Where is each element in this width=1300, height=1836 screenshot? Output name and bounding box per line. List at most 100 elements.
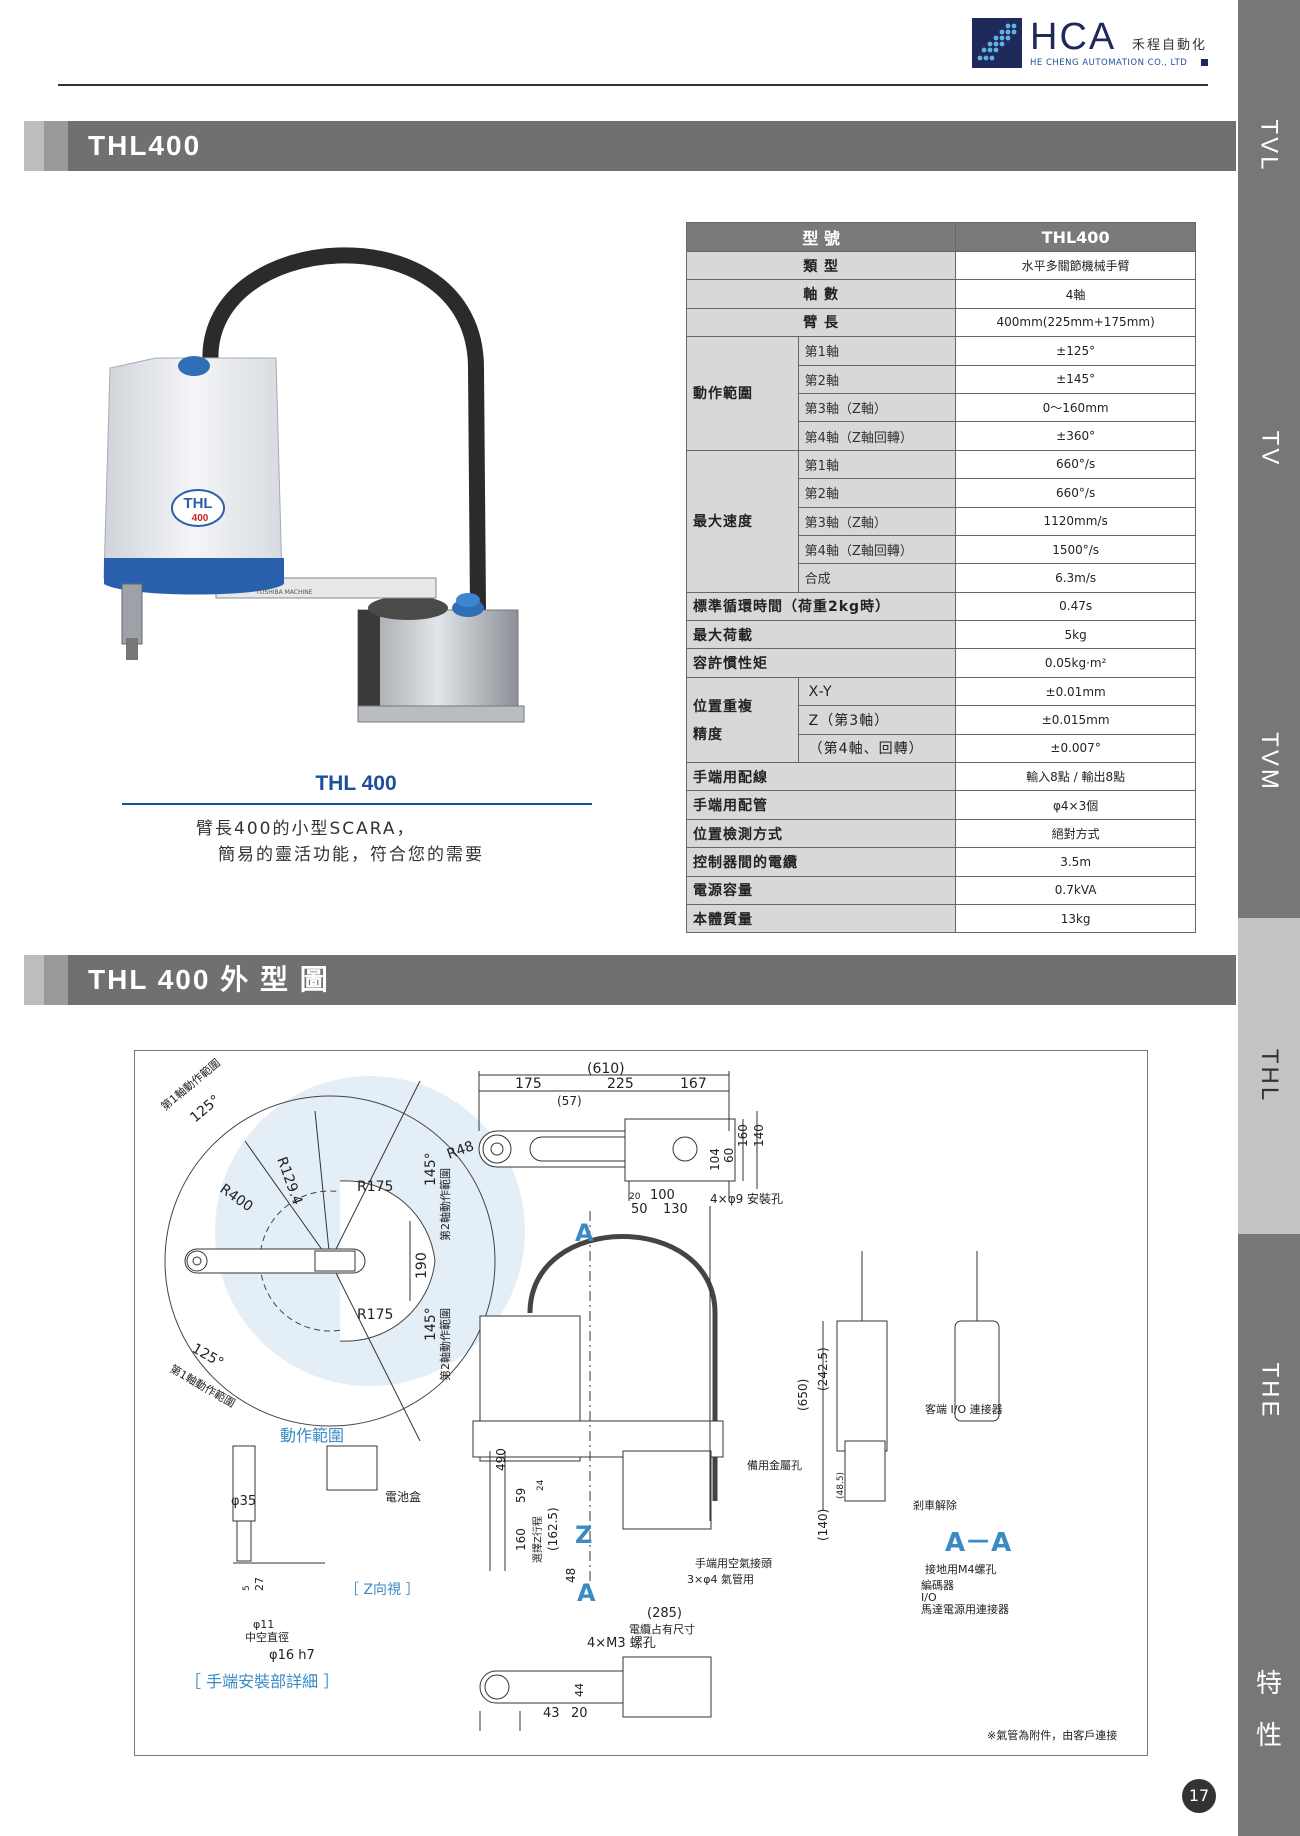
- label-air-joint: 手端用空氣接頭: [695, 1556, 772, 1570]
- product-name: THL 400: [315, 772, 397, 795]
- label-spare-hole: 備用金屬孔: [747, 1458, 802, 1472]
- label-d167: 167: [680, 1076, 707, 1092]
- tab-the-label: THE: [1256, 1362, 1283, 1420]
- label-z: Z: [575, 1521, 592, 1549]
- label-battery: 電池盒: [385, 1489, 421, 1504]
- robot-logo-bottom: 400: [192, 513, 209, 524]
- spec-speed-value: 1120mm/s: [955, 506, 1196, 536]
- label-range1-top-deg: 125°: [187, 1092, 223, 1126]
- label-motor-conn: 馬達電源用連接器: [921, 1602, 1009, 1616]
- spec-detect-label: 位置檢測方式: [685, 818, 957, 849]
- robot-arm-label: TOSHIBA MACHINE: [255, 589, 313, 596]
- tab-tvm[interactable]: TVM: [1238, 605, 1300, 919]
- spec-speed-label: 合成: [797, 563, 957, 593]
- spec-cycle-label: 標準循環時間（荷重2kg時）: [685, 591, 957, 622]
- label-m3: 4×M3 螺孔: [587, 1636, 656, 1651]
- tab-tvl-label: TVL: [1255, 119, 1283, 173]
- brand-name-cn: 禾程自動化: [1132, 38, 1208, 53]
- label-range2-bot: 第2軸動作範圍: [438, 1308, 452, 1381]
- section-title-model: THL400: [88, 130, 202, 161]
- outline-drawing-svg: 第1軸動作範圍 125° 第1軸動作範圍 125° 第2軸動作範圍 145° 第…: [158, 1056, 1117, 1742]
- spec-range-value: 0～160mm: [955, 392, 1196, 423]
- label-r175-top: R175: [357, 1179, 393, 1195]
- label-d1625: (162.5): [546, 1507, 560, 1551]
- spec-arm-label: 臂 長: [685, 307, 957, 338]
- robot-logo-top: THL: [183, 495, 212, 512]
- product-desc-line-1: 臂長400的小型SCARA，: [196, 819, 416, 839]
- label-d130: 130: [663, 1202, 688, 1217]
- tab-tv[interactable]: TV: [1238, 292, 1300, 606]
- spec-payload-value: 5kg: [955, 620, 1196, 650]
- product-description: 臂長400的小型SCARA， 簡易的靈活功能，符合您的需要: [196, 816, 556, 868]
- label-aa: A－A: [945, 1528, 1011, 1558]
- label-d48: 48: [564, 1568, 578, 1583]
- label-d285: (285): [647, 1606, 682, 1621]
- spec-header-value: THL400: [955, 222, 1196, 252]
- spec-repeat-value: ±0.01mm: [955, 676, 1196, 707]
- label-d485: (48.5): [836, 1472, 846, 1499]
- spec-speed-value: 660°/s: [955, 478, 1196, 508]
- spec-wiring-label: 手端用配線: [685, 762, 957, 792]
- tab-features[interactable]: 特 性: [1238, 1548, 1300, 1836]
- label-d140a: 140: [752, 1124, 766, 1147]
- label-d610: (610): [587, 1061, 625, 1077]
- label-io: I/O: [921, 1591, 937, 1604]
- company-logo: HCA 禾程自動化 HE CHENG AUTOMATION CO., LTD: [972, 16, 1212, 70]
- tab-tvl[interactable]: TVL: [1238, 0, 1300, 293]
- spec-piping-label: 手端用配管: [685, 790, 957, 820]
- label-d50: 50: [631, 1202, 648, 1217]
- spec-range-label: 第2軸: [797, 364, 957, 394]
- spec-speed-value: 6.3m/s: [955, 563, 1196, 593]
- section-banner-outline: THL 400 外 型 圖: [24, 955, 1236, 1005]
- label-hand-detail: ［ 手端安裝部詳細 ］: [185, 1672, 339, 1691]
- tab-the[interactable]: THE: [1238, 1234, 1300, 1549]
- spec-range-value: ±360°: [955, 421, 1196, 451]
- spec-range-label: 第1軸: [797, 336, 957, 366]
- spec-range-value: ±125°: [955, 336, 1196, 366]
- spec-speed-value: 660°/s: [955, 449, 1196, 480]
- spec-repeat-label: X-Y: [797, 676, 957, 707]
- spec-cable-value: 3.5m: [955, 847, 1196, 877]
- spec-wiring-value: 輸入8點 / 輸出8點: [955, 762, 1196, 792]
- product-underline: [122, 803, 592, 805]
- spec-mass-value: 13kg: [955, 903, 1196, 934]
- label-d27: 27: [253, 1577, 266, 1591]
- spec-detect-value: 絕對方式: [955, 818, 1196, 849]
- label-section-a-top: A: [575, 1219, 594, 1247]
- label-range1-bot-deg: 125°: [189, 1341, 226, 1372]
- label-d59: 59: [514, 1488, 528, 1503]
- spec-range-value: ±145°: [955, 364, 1196, 394]
- label-d175: 175: [515, 1076, 542, 1092]
- brand-name-en: HE CHENG AUTOMATION CO., LTD: [1030, 58, 1188, 68]
- label-d225: 225: [607, 1076, 634, 1092]
- spec-axes-label: 軸 數: [685, 279, 957, 309]
- spec-header-model: 型 號: [685, 222, 957, 252]
- spec-range-label: 第4軸（Z軸回轉）: [797, 421, 957, 451]
- label-z-view: ［ Z向視 ］: [345, 1582, 420, 1598]
- tab-thl[interactable]: THL: [1238, 918, 1300, 1235]
- spec-speed-label: 第3軸（Z軸）: [797, 506, 957, 536]
- spec-speed-label: 第2軸: [797, 478, 957, 508]
- label-d490: 490: [494, 1448, 508, 1471]
- label-d190: 190: [414, 1252, 430, 1279]
- label-note: ※氣管為附件，由客戶連接: [987, 1728, 1117, 1742]
- label-d20b: 20: [571, 1706, 588, 1721]
- spec-speed-label: 第4軸（Z軸回轉）: [797, 534, 957, 565]
- label-range2-top: 第2軸動作範圍: [438, 1168, 452, 1241]
- spec-speed-group: 最大速度: [686, 449, 799, 593]
- label-d160a: 160: [736, 1124, 750, 1147]
- label-d104: 104: [708, 1148, 722, 1171]
- label-r175-bot: R175: [357, 1307, 393, 1323]
- spec-repeat-group-line-2: 精度: [693, 726, 723, 743]
- label-d100: 100: [650, 1188, 675, 1203]
- section-title-outline: THL 400 外 型 圖: [88, 964, 330, 995]
- label-d44: 44: [573, 1683, 586, 1697]
- label-encoder: 編碼器: [921, 1578, 954, 1592]
- label-z-stroke: 選擇Z行程: [531, 1516, 544, 1563]
- label-client-io: 客端 I/O 連接器: [925, 1402, 1003, 1416]
- product-desc-line-2: 簡易的靈活功能，符合您的需要: [218, 845, 484, 865]
- section-banner-model: THL400: [24, 121, 1236, 171]
- label-phi16: φ16 h7: [269, 1648, 315, 1663]
- spec-speed-value: 1500°/s: [955, 534, 1196, 565]
